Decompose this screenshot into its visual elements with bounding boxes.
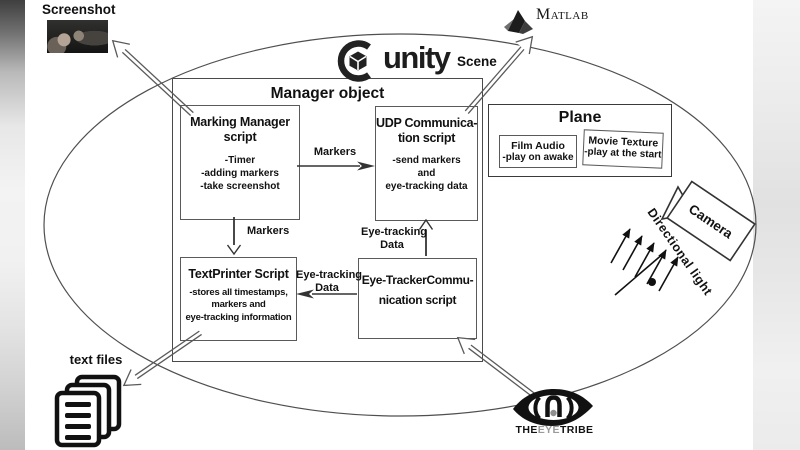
- eyetracking-data-label-up: Eye-tracking Data: [361, 226, 428, 251]
- movie-texture-item: -play at the start: [583, 146, 662, 161]
- unity-scene-label: Scene: [457, 54, 497, 69]
- eye-tracker-communication-title: Eye-TrackerCommu- nication script: [361, 273, 474, 308]
- unity-brand-text: unity: [383, 40, 451, 75]
- markers-label-horizontal: Markers: [313, 146, 357, 158]
- matlab-logo-icon: [504, 10, 533, 34]
- directional-light-arrows-icon: [610, 228, 679, 296]
- textprinter-items: -stores all timestamps, markers and eye-…: [185, 287, 292, 323]
- eyetribe-brand-text: THEEYETRIBE: [508, 424, 601, 436]
- udp-communication-items: -send markers and eye-tracking data: [385, 154, 468, 192]
- eyetracking-data-label-left: Eye-tracking Data: [296, 269, 363, 294]
- udp-communication-script-box: UDP Communica- tion script -send markers…: [375, 106, 478, 221]
- camera-label: Camera: [686, 201, 736, 241]
- marking-manager-script-box: Marking Manager script -Timer -adding ma…: [180, 105, 300, 220]
- text-files-label: text files: [69, 352, 123, 367]
- movie-texture-box: Movie Texture -play at the start: [582, 129, 664, 169]
- matlab-brand-text: Matlab: [536, 6, 589, 23]
- udp-communication-title: UDP Communica- tion script: [376, 116, 478, 145]
- camera-icon: Camera: [666, 180, 756, 262]
- plane-title: Plane: [558, 109, 602, 126]
- eyetribe-eye: EYE: [537, 424, 560, 436]
- screenshot-label: Screenshot: [42, 2, 116, 17]
- camera-lens-icon: [660, 185, 695, 221]
- eye-tracker-communication-script-box: Eye-TrackerCommu- nication script: [358, 258, 477, 339]
- text-files-icon: [54, 374, 122, 448]
- markers-label-vertical: Markers: [247, 225, 290, 237]
- marking-manager-items: -Timer -adding markers -take screenshot: [200, 154, 280, 192]
- screenshot-thumbnail: [47, 20, 108, 53]
- manager-object-box: Manager object Marking Manager script -T…: [172, 78, 483, 362]
- eyetribe-logo-icon: [513, 389, 593, 426]
- marking-manager-title: Marking Manager script: [190, 115, 290, 144]
- eyetribe-the: THE: [515, 424, 538, 436]
- textprinter-title: TextPrinter Script: [188, 267, 289, 281]
- film-audio-box: Film Audio -play on awake: [499, 135, 577, 168]
- eyetribe-tribe: TRIBE: [559, 424, 594, 436]
- manager-object-title: Manager object: [270, 85, 385, 102]
- directional-light-label: Directional light: [645, 206, 716, 299]
- plane-box: Plane Film Audio -play on awake Movie Te…: [488, 104, 672, 177]
- right-edge-gradient: [753, 0, 800, 450]
- film-audio-item: -play on awake: [502, 152, 574, 163]
- textprinter-script-box: TextPrinter Script -stores all timestamp…: [180, 257, 297, 341]
- unity-logo-icon: [337, 40, 371, 82]
- film-audio-title: Film Audio: [511, 140, 565, 152]
- left-edge-gradient: [0, 0, 25, 450]
